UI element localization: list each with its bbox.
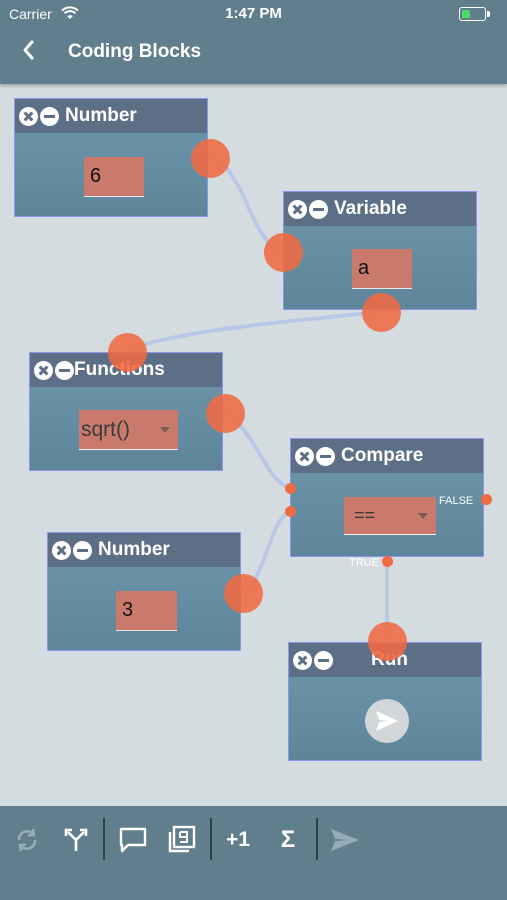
number1-output-port[interactable] [191,139,230,178]
number-block-1[interactable]: Number 6 [14,98,208,217]
true-port-label: TRUE [349,557,379,569]
page-title: Coding Blocks [68,41,202,62]
close-icon[interactable] [288,199,307,219]
functions-input-port[interactable] [108,333,147,372]
clock: 1:47 PM [225,5,282,22]
compare-block[interactable]: Compare == [290,438,484,557]
status-bar: Carrier 1:47 PM [0,0,507,28]
close-icon[interactable] [295,446,314,466]
block-header: Compare [291,439,483,473]
fork-icon [64,828,88,851]
navigation-bar: Carrier 1:47 PM Coding Blocks [0,0,507,84]
sum-button[interactable]: Σ [271,818,305,862]
wifi-icon [61,6,79,19]
close-icon[interactable] [19,106,38,126]
block-header: Number [48,533,240,567]
variable-input-port[interactable] [264,233,303,272]
comment-button[interactable] [116,818,150,862]
battery-icon [459,7,486,21]
functions-output-port[interactable] [206,394,245,433]
comment-icon [119,827,147,853]
run-block[interactable]: Run [288,642,482,761]
compare-operator-value: == [354,505,376,525]
compare-input-port-a[interactable] [285,483,296,494]
block-header: Number [15,99,207,133]
compare-false-port[interactable] [481,494,492,505]
chevron-left-icon[interactable] [18,36,40,64]
send-button[interactable] [327,818,363,862]
number2-output-port[interactable] [224,574,263,613]
block-title: Number [98,539,170,560]
block-header: Variable [284,192,476,226]
number-block-2[interactable]: Number 3 [47,532,241,651]
collapse-icon[interactable] [55,360,74,380]
block-header: Run [289,643,481,677]
compare-true-port[interactable] [382,556,393,567]
block-title: Number [65,105,137,126]
block-title: Compare [341,445,424,466]
increment-icon: +1 [226,828,250,851]
caret-down-icon [160,426,170,433]
variable-input[interactable]: a [352,249,412,289]
close-icon[interactable] [34,360,53,380]
battery-cap [487,11,490,17]
refresh-button[interactable] [10,818,44,862]
collapse-icon[interactable] [309,199,328,219]
refresh-icon [17,828,37,852]
false-port-label: FALSE [439,495,474,507]
variable-output-port[interactable] [362,293,401,332]
run-button[interactable] [365,699,409,743]
carrier-label: Carrier [9,6,52,22]
bottom-toolbar: +1 Σ [0,806,507,900]
number-input[interactable]: 6 [84,157,144,197]
collapse-icon[interactable] [73,540,92,560]
send-icon [331,829,359,851]
compare-operator-select[interactable]: == [344,497,436,535]
close-icon[interactable] [52,540,71,560]
toolbar-divider [316,818,318,860]
run-input-port[interactable] [368,622,407,661]
collapse-icon[interactable] [40,106,59,126]
close-icon[interactable] [293,650,312,670]
function-select[interactable]: sqrt() [79,410,178,450]
caret-down-icon [418,512,428,519]
number-input[interactable]: 3 [116,591,177,631]
collapse-icon[interactable] [316,446,335,466]
function-select-value: sqrt() [81,417,130,441]
send-icon [376,711,398,731]
fork-button[interactable] [59,818,93,862]
number-block-button[interactable] [164,818,198,862]
collapse-icon[interactable] [314,650,333,670]
compare-input-port-b[interactable] [285,506,296,517]
number-block-icon [168,825,196,853]
sum-icon: Σ [280,826,296,853]
increment-button[interactable]: +1 [221,818,255,862]
toolbar-divider [103,818,105,860]
block-title: Variable [334,198,407,219]
toolbar-divider [210,818,212,860]
